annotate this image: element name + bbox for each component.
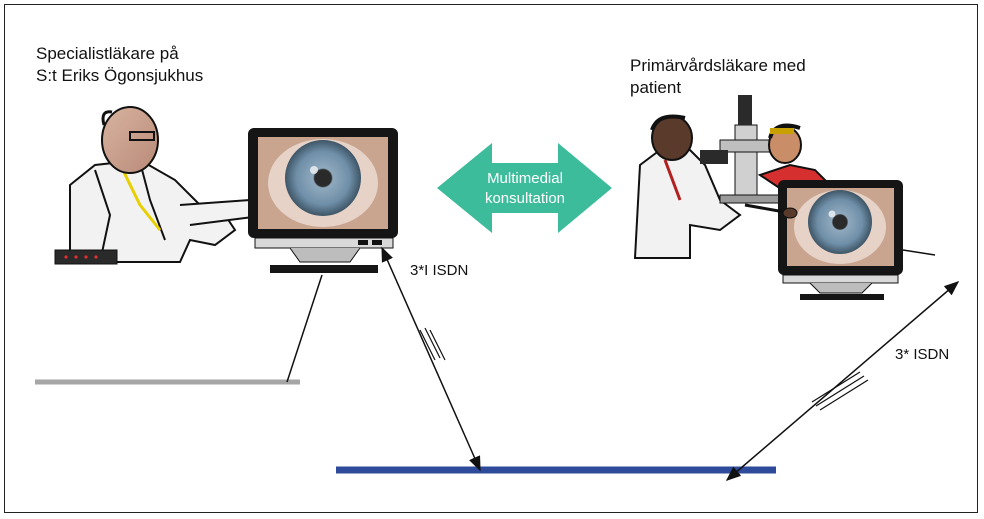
arrow-text-line1: Multimedial bbox=[487, 170, 563, 187]
specialist-label: Specialistläkare på S:t Eriks Ögonsjukhu… bbox=[36, 43, 203, 87]
left-cable-drop bbox=[286, 274, 323, 383]
specialist-label-line2: S:t Eriks Ögonsjukhus bbox=[36, 66, 204, 85]
right-monitor bbox=[744, 180, 936, 300]
left-eye-image bbox=[285, 140, 361, 216]
specialist-label-line1: Specialistläkare på bbox=[36, 44, 179, 63]
multimedia-consultation-arrow: Multimedial konsultation bbox=[437, 143, 612, 233]
primary-care-label: Primärvårdsläkare med patient bbox=[630, 55, 806, 99]
arrow-text-line2: konsultation bbox=[485, 190, 565, 207]
specialist-doctor-figure bbox=[54, 106, 279, 265]
right-eye-image bbox=[808, 190, 872, 254]
right-isdn-bundle-icon bbox=[811, 371, 869, 411]
primary-care-doctor-figure bbox=[633, 114, 742, 259]
left-isdn-link bbox=[381, 246, 481, 472]
primary-care-label-line1: Primärvårdsläkare med bbox=[630, 56, 806, 75]
left-monitor bbox=[248, 128, 398, 273]
right-isdn-link bbox=[725, 281, 960, 481]
left-isdn-bundle-icon bbox=[419, 327, 446, 361]
primary-care-label-line2: patient bbox=[630, 78, 682, 97]
diagram-frame bbox=[4, 4, 978, 513]
